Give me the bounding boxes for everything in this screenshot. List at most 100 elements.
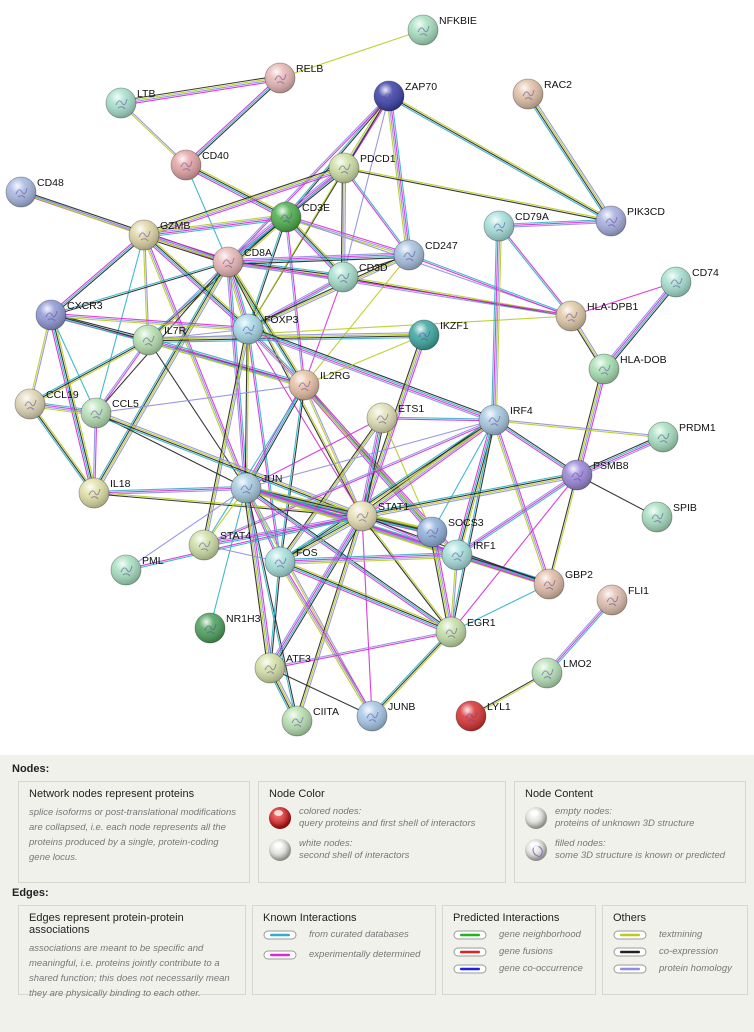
node-SOCS3[interactable]: SOCS3 [416,516,484,548]
node-IRF1[interactable]: IRF1 [441,539,496,571]
edge-strand [28,314,51,404]
edge-HLA-DOB-PSMB8 [574,368,607,476]
structure-glyph-icon [298,380,311,392]
node-PSMB8[interactable]: PSMB8 [561,459,629,491]
edge-strand [147,261,229,341]
node-NFKBIE[interactable]: NFKBIE [407,14,477,46]
node-PRDM1[interactable]: PRDM1 [647,421,716,453]
edge-CD74-HLA-DPB1 [570,281,677,317]
node-CD8A[interactable]: CD8A [212,246,272,278]
node-EGR1[interactable]: EGR1 [435,616,496,648]
edge-strand [147,333,424,340]
coexpression-label: co-expression [659,946,719,957]
node-HLA-DOB[interactable]: HLA-DOB [588,353,667,385]
edge-strand [342,168,409,256]
node-RELB[interactable]: RELB [264,62,323,94]
edge-strand [49,315,94,494]
node-HLA-DPB1[interactable]: HLA-DPB1 [555,300,639,332]
node-IL7R[interactable]: IL7R [132,324,187,356]
edge-CXCR3-IL18 [48,314,97,494]
node-JUNB[interactable]: JUNB [356,700,415,732]
edge-strand [362,418,384,517]
edge-strand [529,92,614,220]
structure-glyph-icon [264,663,277,675]
node-RAC2[interactable]: RAC2 [512,78,572,110]
node-CD3D[interactable]: CD3D [327,261,388,293]
edge-strand [121,79,281,106]
node-NR1H3[interactable]: NR1H3 [194,612,261,644]
edge-strand [228,255,410,264]
edge-FOS-ATF3 [268,561,282,669]
node-shine [534,569,564,599]
node-LTB[interactable]: LTB [105,87,155,119]
node-IL2RG[interactable]: IL2RG [288,369,350,401]
node-STAT4[interactable]: STAT4 [188,529,251,561]
node-CD40[interactable]: CD40 [170,149,229,181]
node-shine [36,300,66,330]
edge-strand [120,76,280,103]
node-FOS[interactable]: FOS [264,546,318,578]
node-CD48[interactable]: CD48 [5,176,64,208]
node-STAT1[interactable]: STAT1 [346,500,409,532]
edge-strand [360,516,451,633]
node-PIK3CD[interactable]: PIK3CD [595,205,665,237]
node-FOXP3[interactable]: FOXP3 [232,313,299,345]
node-ATF3[interactable]: ATF3 [254,652,311,684]
edge-CD8A-IL18 [91,260,231,495]
node-PDCD1[interactable]: PDCD1 [328,152,396,184]
node-ETS1[interactable]: ETS1 [366,402,424,434]
node-LMO2[interactable]: LMO2 [531,657,592,689]
edge-CXCR3-CCL5 [50,314,97,414]
edge-strand [94,262,230,494]
node-SPIB[interactable]: SPIB [641,501,697,533]
edge-strand [30,315,53,405]
node-GBP2[interactable]: GBP2 [533,568,593,600]
node-CD247[interactable]: CD247 [393,239,458,271]
edge-strand [344,168,347,278]
edge-PSMB8-STAT1 [361,472,578,519]
edge-strand [186,162,288,216]
node-CCL5[interactable]: CCL5 [80,397,139,429]
node-JUN[interactable]: JUN [230,472,282,504]
edge-ATF3-JUNB [269,667,373,717]
edge-strand [203,513,362,544]
edge-strand [279,552,457,561]
node-CD3E[interactable]: CD3E [270,201,330,233]
edge-strand [228,260,572,316]
node-label: IKZF1 [440,320,469,332]
node-GZMB[interactable]: GZMB [128,219,190,251]
edge-strand [575,368,604,475]
node-FLI1[interactable]: FLI1 [596,584,649,616]
node-PML[interactable]: PML [110,554,164,586]
node-LYL1[interactable]: LYL1 [455,700,511,732]
filled-nodes-label: filled nodes: [555,838,606,849]
node-ZAP70[interactable]: ZAP70 [373,80,437,112]
node-IKZF1[interactable]: IKZF1 [408,319,469,351]
edge-CD3D-IL2RG [303,276,344,386]
edge-strand [91,260,227,493]
node-CXCR3[interactable]: CXCR3 [35,299,103,331]
node-CD79A[interactable]: CD79A [483,210,549,242]
edge-PDCD1-FOXP3 [247,167,345,330]
node-IRF4[interactable]: IRF4 [478,404,533,436]
edge-strand [246,329,280,563]
edge-strand [246,330,494,423]
legend-entry-filled-nodes: filled nodes: some 3D structure is known… [525,838,735,862]
node-CIITA[interactable]: CIITA [281,705,339,737]
edge-strand [209,487,247,629]
edge-strand [121,78,281,105]
node-CD74[interactable]: CD74 [660,266,719,298]
node-IL18[interactable]: IL18 [78,477,131,509]
node-shine [133,325,163,355]
edge-strand [430,532,451,633]
structure-glyph-icon [115,98,128,110]
node-label: JUN [262,473,282,485]
node-CCL19[interactable]: CCL19 [14,388,79,420]
edge-strand [363,418,385,517]
edge-strand [344,167,411,255]
edge-strand [286,214,410,254]
edge-RELB-LTB [120,75,281,106]
edge-strand [244,488,270,669]
edge-strand [147,332,424,339]
